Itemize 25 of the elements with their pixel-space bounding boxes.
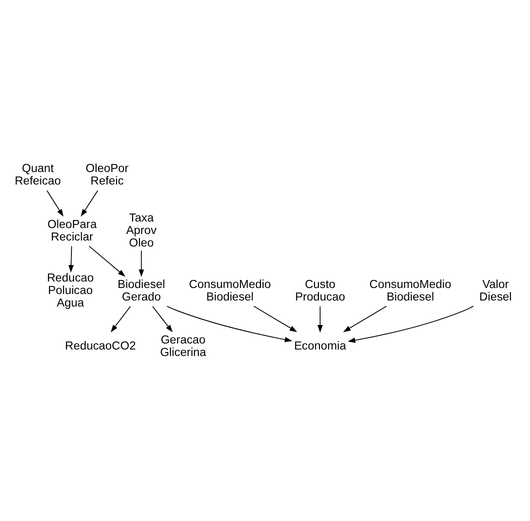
arrow [46,190,64,216]
node-text: Reducao Poluicao Agua [46,271,94,310]
node-text: Economia [294,339,346,352]
node-text: Biodiesel Gerado [118,277,166,303]
arrow [152,305,173,332]
node-text: ConsumoMedio Biodiesel [188,277,271,303]
node-text: Custo Producao [295,277,346,303]
arrow [343,305,387,332]
arrow [318,305,323,332]
arrow [253,305,298,332]
arrow [68,245,74,272]
arrow [138,250,144,276]
node-text: ReducaoCO2 [65,339,136,352]
node-text: ConsumoMedio Biodiesel [369,277,452,303]
node-text: OleoPara Reciclar [47,217,97,243]
arrow [80,190,98,216]
node-text: Taxa Aprov Oleo [126,210,157,250]
node-text: OleoPor Refeic [86,162,129,188]
arrow [110,305,131,332]
node-text: Geracao Glicerina [160,332,206,358]
arrow [166,305,292,342]
node-text: Quant Refeicao [14,162,61,188]
node-text: Valor Diesel [479,277,512,303]
arrow [348,305,474,342]
arrow [88,245,126,276]
